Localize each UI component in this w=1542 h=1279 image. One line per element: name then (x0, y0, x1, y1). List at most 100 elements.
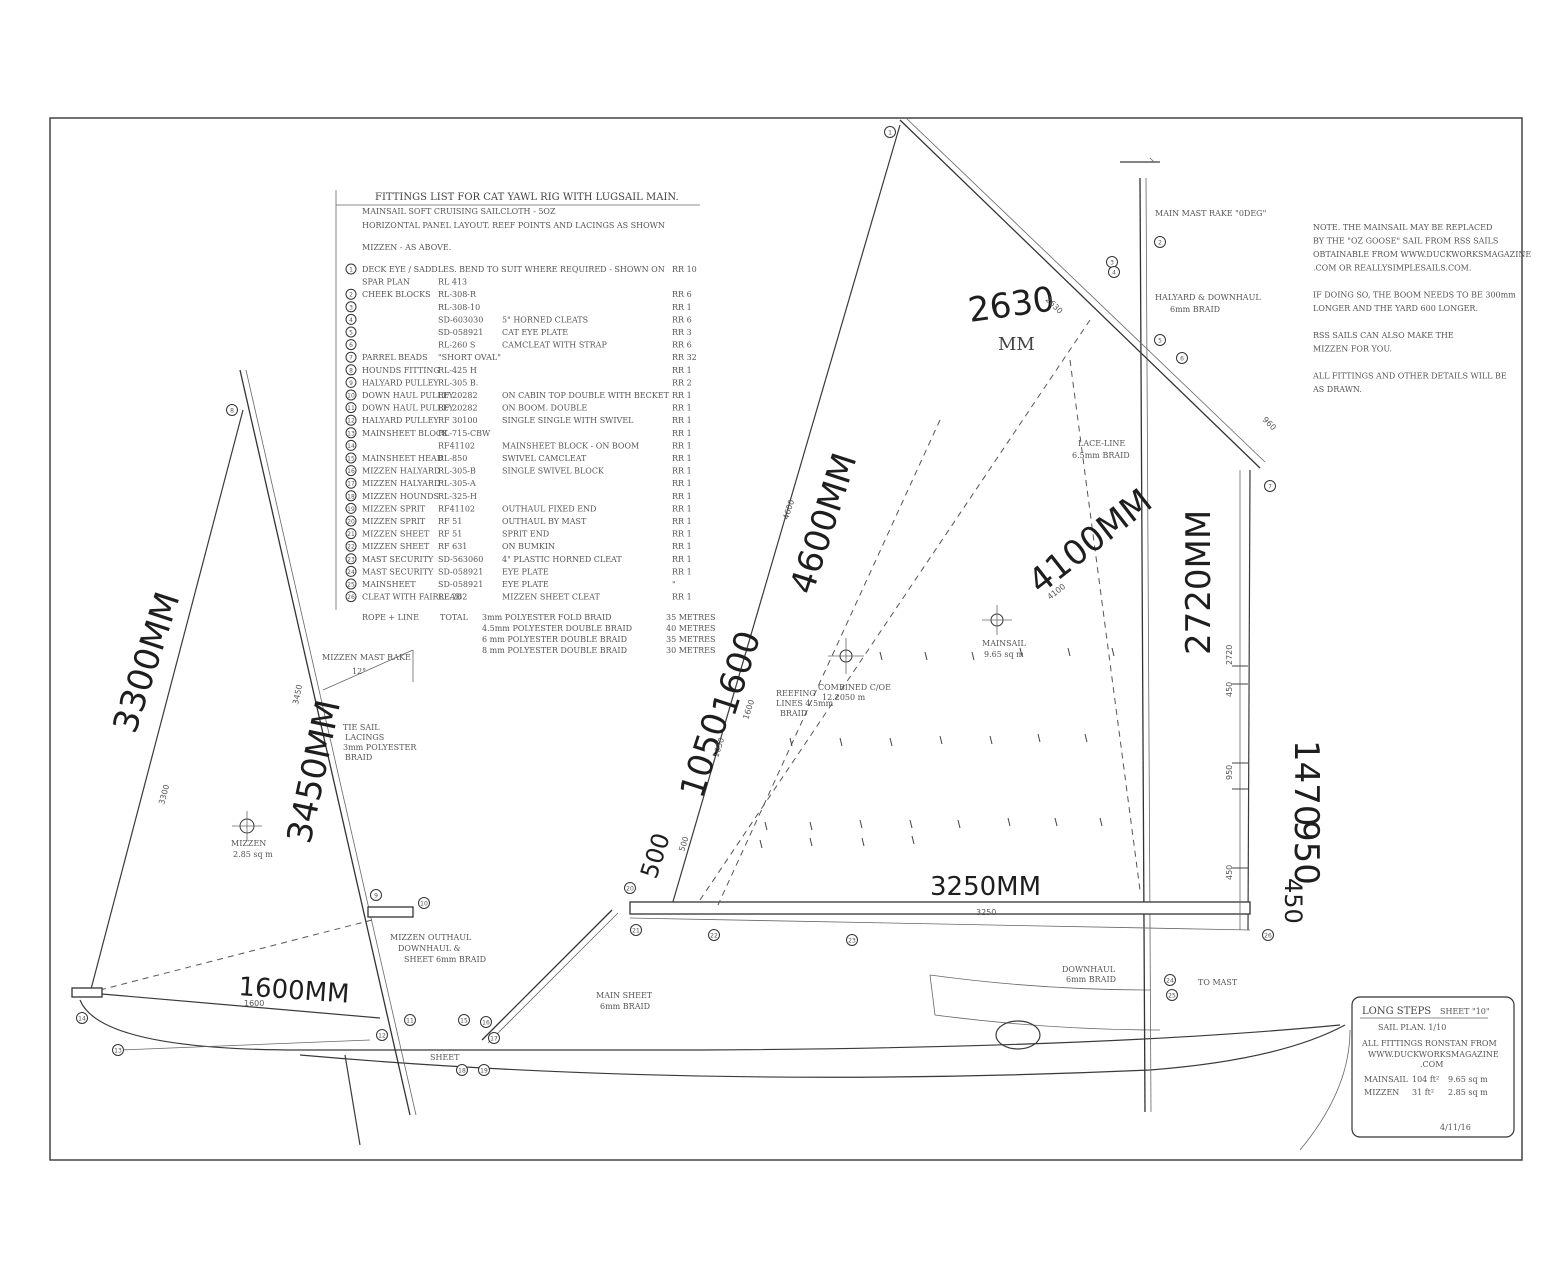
title-plan: SAIL PLAN. 1/10 (1378, 1023, 1446, 1032)
main-mast-edge (1145, 177, 1152, 1113)
dim-small-4600: 4600 (781, 498, 796, 520)
fitting-number-circle (345, 439, 357, 451)
main-foot (629, 917, 1251, 931)
fitting-number: 18 (347, 493, 355, 500)
fitting-number-circle (345, 578, 357, 590)
fitting-part: RL 413 (438, 278, 467, 287)
fitting-number-circle (345, 402, 357, 414)
label-downhaul-1: DOWNHAUL (1062, 965, 1116, 974)
fitting-desc: OUTHAUL FIXED END (502, 504, 596, 513)
fitting-desc: ON BOOM. DOUBLE (502, 404, 587, 413)
fitting-number: 14 (347, 443, 355, 450)
fitting-name: HALYARD PULLEY (362, 378, 439, 387)
dim-2630-unit: MM (998, 334, 1035, 355)
callout-circle (480, 1016, 492, 1028)
rope-total-label: TOTAL (440, 613, 469, 622)
callout-circle (456, 1064, 468, 1076)
fitting-name: HALYARD PULLEY (362, 416, 439, 425)
fitting-name: MIZZEN HALYARD (362, 467, 440, 476)
fitting-qty: RR 1 (672, 454, 692, 463)
fitting-number: 22 (347, 544, 355, 551)
title-mainsail-m: 9.65 sq m (1448, 1075, 1488, 1084)
fitting-number: 10 (347, 393, 355, 400)
label-mizzen-outhaul-3: SHEET 6mm BRAID (404, 955, 486, 964)
fitting-name: MAINSHEET HEAD (362, 454, 443, 463)
leech-dimension-ticks (1232, 665, 1248, 869)
fitting-name: MAST SECURITY (362, 567, 434, 576)
callout-number: 25 (1168, 993, 1176, 1000)
fitting-part: RL-308-10 (438, 303, 480, 312)
rope-qty: 30 METRES (666, 646, 715, 655)
callout-number: 16 (482, 1020, 490, 1027)
label-mainsail-area: 9.65 sq m (984, 650, 1024, 659)
reef-points (759, 647, 1115, 849)
fitting-part: RF 51 (438, 517, 462, 526)
fitting-number: 13 (347, 430, 355, 437)
fitting-desc: CAMCLEAT WITH STRAP (502, 341, 607, 350)
fittings-mizzen: MIZZEN - AS ABOVE. (362, 243, 451, 252)
label-mizzen-area: 2.85 sq m (233, 850, 273, 859)
fitting-name: PARREL BEADS (362, 353, 428, 362)
fitting-number-circle (345, 553, 357, 565)
label-mainsail: MAINSAIL (982, 639, 1027, 648)
rope-desc: 8 mm POLYESTER DOUBLE BRAID (482, 646, 627, 655)
callout-number: 7 (1268, 484, 1272, 491)
cabin-top (929, 974, 1161, 1031)
fitting-qty: RR 6 (672, 341, 692, 350)
dim-small-2720: 2720 (1225, 645, 1234, 665)
mizzen-rake-line (322, 649, 414, 691)
callout-circle (1164, 974, 1176, 986)
fitting-number: 16 (347, 468, 355, 475)
label-halyard: HALYARD & DOWNHAUL (1155, 293, 1261, 302)
fitting-number-circle (345, 364, 357, 376)
drawing-border (49, 117, 1523, 1161)
rope-desc: 6 mm POLYESTER DOUBLE BRAID (482, 635, 627, 644)
dim-small-3450: 3450 (291, 684, 304, 706)
callout-number: 4 (1112, 270, 1116, 277)
fitting-number-circle (345, 528, 357, 540)
note-line: RSS SAILS CAN ALSO MAKE THE (1313, 331, 1454, 340)
fitting-desc: SINGLE SINGLE WITH SWIVEL (502, 416, 634, 425)
callout-number: 14 (78, 1016, 86, 1023)
fitting-name: MIZZEN SHEET (362, 542, 430, 551)
dim-4600: 4600MM (783, 448, 866, 598)
fitting-number: 7 (349, 355, 353, 362)
fitting-number: 12 (347, 418, 355, 425)
fitting-number-circle (345, 465, 357, 477)
fitting-name: MAINSHEET (362, 580, 416, 589)
callout-circle (1108, 266, 1120, 278)
fitting-number-circle (345, 414, 357, 426)
fitting-part: RL-850 (438, 454, 467, 463)
dim-2630: 2630 (966, 279, 1057, 331)
fitting-part: RL-262 (438, 593, 467, 602)
title-fittings-2: WWW.DUCKWORKSMAGAZINE (1368, 1050, 1499, 1059)
fitting-qty: RR 1 (672, 404, 692, 413)
main-mast (1139, 177, 1146, 1113)
callout-number: 15 (460, 1018, 468, 1025)
fittings-title: FITTINGS LIST FOR CAT YAWL RIG WITH LUGS… (375, 192, 679, 203)
main-sheet-spar (481, 909, 613, 1041)
fitting-desc: MIZZEN SHEET CLEAT (502, 593, 600, 602)
callout-number: 19 (480, 1068, 488, 1075)
fitting-qty: RR 10 (672, 265, 697, 274)
callout-circle (708, 929, 720, 941)
fitting-name: DOWN HAUL PULLEY (362, 404, 455, 413)
fitting-name: DECK EYE / SADDLES. BEND TO SUIT WHERE R… (362, 265, 665, 274)
fitting-number-circle (345, 351, 357, 363)
callout-circle (630, 924, 642, 936)
mizzen-sprit-heel (367, 906, 414, 918)
fitting-qty: RR 1 (672, 429, 692, 438)
callout-circle (1154, 334, 1166, 346)
callout-number: 22 (710, 933, 718, 940)
mizzen-bumkin-end (71, 987, 103, 998)
note-line: AS DRAWN. (1312, 385, 1362, 394)
fitting-desc: CAT EYE PLATE (502, 328, 568, 337)
callout-number: 5 (1158, 338, 1162, 345)
note-line: NOTE. THE MAINSAIL MAY BE REPLACED (1313, 223, 1492, 232)
dim-small-1600m: 1600 (244, 999, 264, 1008)
callout-circle (1264, 480, 1276, 492)
